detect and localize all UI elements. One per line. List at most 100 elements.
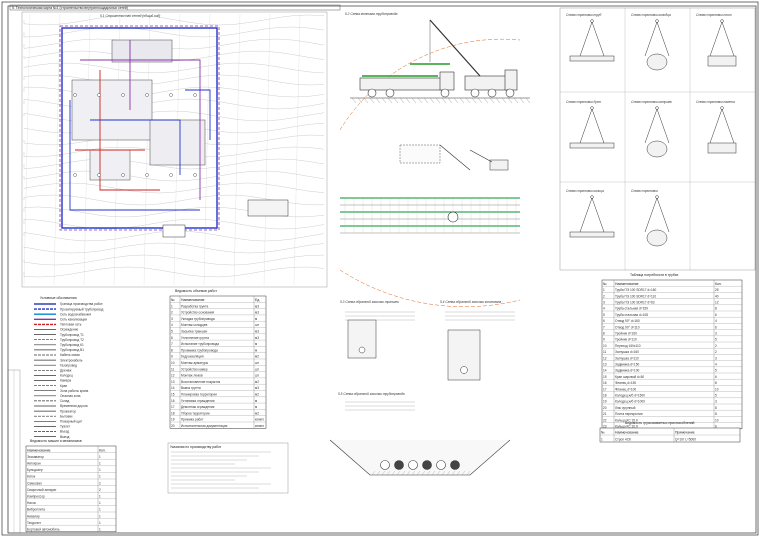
sling-item: Схема строповки (631, 189, 670, 247)
hatch-stroke (441, 97, 447, 104)
contour-line (23, 14, 325, 26)
contour-line (23, 38, 325, 50)
table-cell: Автокран (27, 462, 41, 466)
table-header: Кол. (99, 448, 106, 452)
table-cell: м2 (255, 411, 259, 415)
danger-zone-arc (339, 269, 521, 307)
legend-item: Временная дорога (34, 404, 88, 408)
building-3 (149, 119, 206, 166)
wheel (487, 88, 497, 98)
well-marker (121, 93, 125, 97)
load (569, 55, 615, 62)
contour-line (23, 110, 325, 122)
well-marker (193, 93, 197, 97)
table-cell: 4 (715, 363, 717, 367)
table-cell: 2 (99, 481, 101, 485)
table-cell: 16 (603, 381, 607, 385)
legend-label: Дренаж (60, 369, 72, 373)
table-cell: 6 (171, 336, 173, 340)
section-hatch (386, 470, 391, 476)
table-cell: Гидроизоляция (181, 355, 204, 359)
table-cell: 7 (171, 342, 173, 346)
trench-section-3 (329, 439, 511, 476)
table-cell: м (255, 348, 257, 352)
section-title-1: 5.3 Схема обратной засыпки траншеи (340, 300, 399, 304)
notes-block: Указания по производству работ (167, 442, 289, 494)
table-cell: Демонтаж ограждения (181, 405, 215, 409)
legend-item: Электрокабель (34, 358, 83, 362)
section-pipe (408, 460, 418, 470)
table-cell: 18 (171, 411, 175, 415)
table-cell: 1 (603, 288, 605, 292)
table-cell: 2 (715, 350, 717, 354)
section-hatch (461, 470, 466, 476)
grid-line (53, 13, 61, 286)
table-cell: Устройство камер (181, 367, 208, 371)
grid-line (293, 13, 301, 286)
contour-line (23, 266, 325, 278)
legend-label: Трубопровод К1 (60, 343, 84, 347)
table-cell: 1 (99, 468, 101, 472)
table-cell: 6 (715, 325, 717, 329)
sling-item: Схема строповки колодца (631, 13, 671, 71)
table-cell: Задвижка d=150 (615, 363, 639, 367)
table-cell: 11 (603, 350, 607, 354)
legend-item: Туалет (34, 425, 71, 429)
hatch-stroke (363, 97, 369, 104)
table-cell: 17 (603, 387, 607, 391)
load (646, 229, 668, 247)
table-cell: 10 (171, 361, 175, 365)
well-marker (97, 93, 101, 97)
manhole (447, 211, 459, 223)
pipe-cross-section (358, 346, 366, 354)
table-cell: 10 (715, 387, 719, 391)
table-cell: Тройник d=110 (615, 338, 637, 342)
table-cell: Исполнительная документация (181, 424, 228, 428)
section-3-pipes (371, 460, 471, 476)
table-cell: 19 (603, 400, 607, 404)
table-cell: Испытание трубопровода (181, 342, 219, 346)
table-cell: 5 (715, 394, 717, 398)
table-header: № (601, 431, 605, 435)
table-cell: 2 (99, 488, 101, 492)
hatch-stroke (369, 97, 375, 104)
sling-rope (579, 21, 593, 57)
table-cell: 1 (99, 514, 101, 518)
legend-label: Прожектор (60, 409, 76, 413)
legend-item: Кабель связи (34, 353, 80, 357)
boom-line (439, 144, 471, 171)
table-cell: 2 (171, 311, 173, 315)
table-cell: Укладка трубопровода (181, 317, 215, 321)
table-cell: 5 (715, 369, 717, 373)
hatch-stroke (387, 97, 393, 104)
table-cell: Колодец ж/б d=1500 (615, 394, 645, 398)
hatch-stroke (381, 97, 387, 104)
table-cell: 8 (715, 412, 717, 416)
table-cell: Фланец d=150 (615, 381, 636, 385)
legend-item: Трубопровод В1 (34, 348, 84, 352)
table-cell: 21 (603, 412, 607, 416)
plan-title: 5.1 Строительство сетей (общий вид) (100, 14, 160, 18)
table-cell: шт (255, 367, 260, 371)
table-cell: Задвижка d=100 (615, 369, 639, 373)
table-cell: 6 (715, 313, 717, 317)
section-hatch (426, 470, 431, 476)
table-cell: Уборка территории (181, 411, 210, 415)
table-cell: 8 (715, 307, 717, 311)
network-line (99, 70, 160, 191)
legend-label: Электрокабель (60, 358, 83, 362)
table-cell: Бортовой автомобиль (27, 528, 60, 532)
table-header: Наименование (615, 431, 639, 435)
sling-rope (644, 108, 658, 144)
legend-label: Пожарный щит (60, 420, 83, 424)
hatch-stroke (423, 97, 429, 104)
sling-caption: Схема строповки бухт (566, 100, 601, 104)
sling-item: Схема строповки кольца (566, 189, 615, 238)
contour-line (23, 74, 325, 86)
contour-line (23, 98, 325, 110)
table-cell: 7 (603, 325, 605, 329)
table-cell: Q=10т L=5000 (675, 438, 696, 442)
section-hatch (381, 470, 386, 476)
section-hatch (416, 470, 421, 476)
